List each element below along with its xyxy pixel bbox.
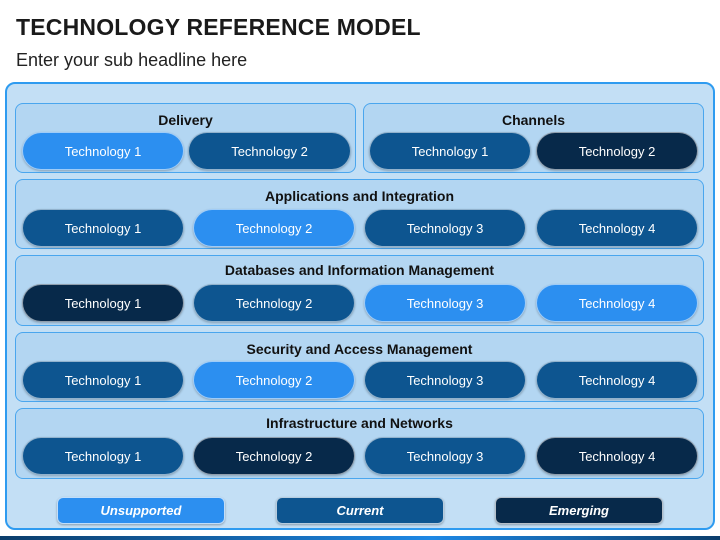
databases-technology-1: Technology 1 bbox=[22, 284, 184, 322]
band-security-access: Security and Access Management Technolog… bbox=[15, 332, 704, 402]
band-databases-title: Databases and Information Management bbox=[224, 262, 495, 278]
applications-technology-4: Technology 4 bbox=[536, 209, 698, 247]
band-delivery: Delivery Technology 1 Technology 2 bbox=[15, 103, 356, 173]
band-delivery-title: Delivery bbox=[158, 112, 213, 128]
security-technology-1: Technology 1 bbox=[22, 361, 184, 399]
security-technology-3: Technology 3 bbox=[364, 361, 526, 399]
delivery-technology-2: Technology 2 bbox=[188, 132, 351, 170]
infrastructure-technology-2: Technology 2 bbox=[193, 437, 355, 475]
security-technology-4: Technology 4 bbox=[536, 361, 698, 399]
band-channels-title: Channels bbox=[501, 112, 565, 128]
delivery-technology-1: Technology 1 bbox=[22, 132, 184, 170]
band-infrastructure-networks: Infrastructure and Networks Technology 1… bbox=[15, 408, 704, 479]
page-title: TECHNOLOGY REFERENCE MODEL bbox=[16, 14, 421, 40]
applications-technology-3: Technology 3 bbox=[364, 209, 526, 247]
band-applications-title: Applications and Integration bbox=[264, 188, 454, 204]
band-databases-information: Databases and Information Management Tec… bbox=[15, 255, 704, 326]
legend-unsupported: Unsupported bbox=[57, 497, 225, 524]
databases-technology-3: Technology 3 bbox=[364, 284, 526, 322]
infrastructure-technology-3: Technology 3 bbox=[364, 437, 526, 475]
footer-accent-bar bbox=[0, 536, 720, 540]
databases-technology-4: Technology 4 bbox=[536, 284, 698, 322]
databases-technology-2: Technology 2 bbox=[193, 284, 355, 322]
legend-emerging: Emerging bbox=[495, 497, 663, 524]
band-channels: Channels Technology 1 Technology 2 bbox=[363, 103, 704, 173]
channels-technology-1: Technology 1 bbox=[369, 132, 531, 170]
applications-technology-1: Technology 1 bbox=[22, 209, 184, 247]
band-infrastructure-title: Infrastructure and Networks bbox=[266, 415, 453, 431]
applications-technology-2: Technology 2 bbox=[193, 209, 355, 247]
infrastructure-technology-4: Technology 4 bbox=[536, 437, 698, 475]
infrastructure-technology-1: Technology 1 bbox=[22, 437, 184, 475]
page-subtitle: Enter your sub headline here bbox=[16, 50, 248, 70]
band-security-title: Security and Access Management bbox=[246, 341, 473, 357]
band-applications-integration: Applications and Integration Technology … bbox=[15, 179, 704, 249]
legend-current: Current bbox=[276, 497, 444, 524]
channels-technology-2: Technology 2 bbox=[536, 132, 698, 170]
security-technology-2: Technology 2 bbox=[193, 361, 355, 399]
